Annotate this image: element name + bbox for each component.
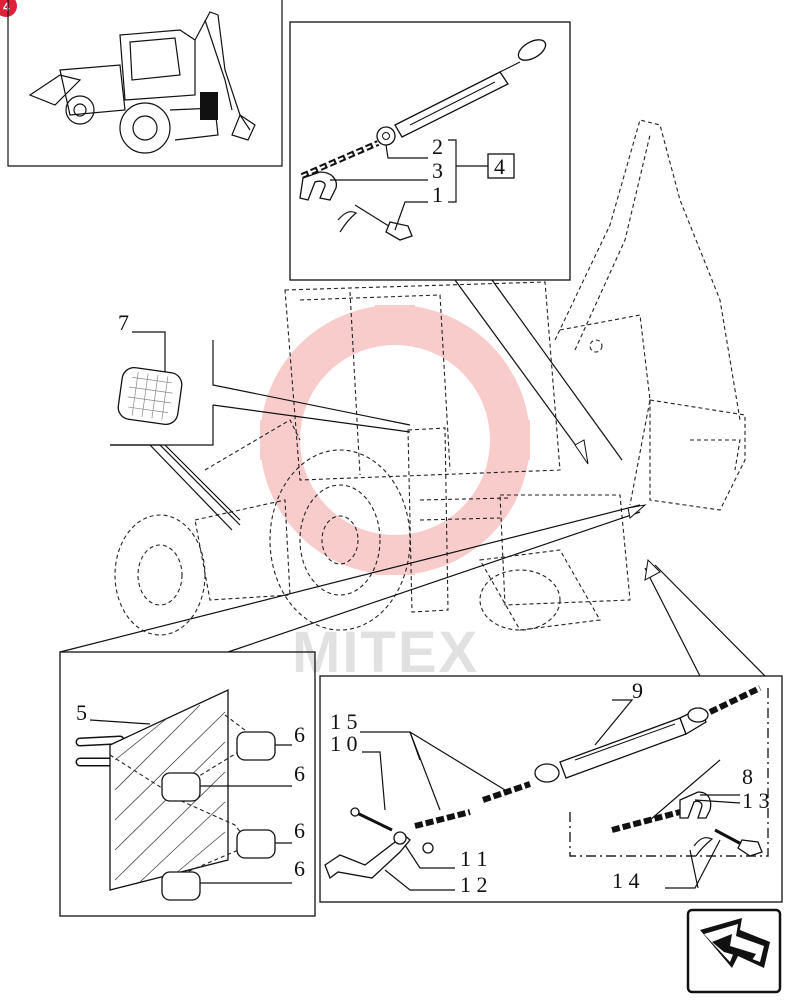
callout-4: 4 — [494, 154, 505, 179]
callout-8: 8 — [742, 764, 753, 789]
highlighted-panel — [200, 92, 218, 120]
reflector-pad-7-icon: 7 — [117, 310, 183, 426]
callout-6-c: 6 — [294, 818, 305, 843]
callout-6-b: 6 — [294, 761, 305, 786]
callout-7: 7 — [118, 310, 129, 335]
watermark-text: MITEX — [292, 620, 479, 685]
callout-5: 5 — [76, 700, 87, 725]
chain-kit-inset: 1 5 1 0 1 1 1 2 9 8 1 3 1 4 — [319, 558, 783, 903]
callout-6-d: 6 — [294, 856, 305, 881]
machine-overview-inset — [7, 0, 283, 167]
chain-segments-icon — [414, 685, 762, 833]
nut-icon — [422, 842, 434, 854]
chain-icon — [300, 140, 380, 179]
next-page-arrow-button[interactable] — [686, 908, 782, 994]
callout-1: 1 — [432, 182, 443, 207]
turnbuckle-icon — [376, 39, 547, 146]
clamp-8-icon — [679, 791, 712, 819]
callout-9: 9 — [632, 678, 643, 703]
callout-12: 1 2 — [460, 872, 488, 897]
clamp-bracket-icon — [299, 171, 338, 201]
callout-13: 1 3 — [742, 788, 770, 813]
turnbuckle-9-icon — [534, 707, 709, 783]
turnbuckle-kit-inset: 2 3 1 4 — [289, 21, 571, 281]
callout-2: 2 — [432, 134, 443, 159]
pedal-bracket-icon — [324, 831, 411, 880]
reflector-pad-6-icons — [161, 731, 276, 901]
callout-15: 1 5 — [330, 709, 358, 734]
callout-3: 3 — [432, 158, 443, 183]
callout-6-a: 6 — [294, 722, 305, 747]
callout-10: 1 0 — [330, 731, 358, 756]
callout-14: 1 4 — [612, 868, 640, 893]
reflector-plate-inset: 5 6 6 6 6 — [59, 651, 316, 917]
badge-number: 4 — [3, 0, 10, 14]
callout-11: 1 1 — [460, 846, 488, 871]
watermark-gear-icon — [260, 305, 530, 575]
lock-pin-14-icon — [693, 828, 763, 857]
next-page-arrow-icon — [700, 918, 770, 968]
bolt-icon — [350, 807, 393, 832]
lock-pin-icon — [337, 204, 413, 241]
